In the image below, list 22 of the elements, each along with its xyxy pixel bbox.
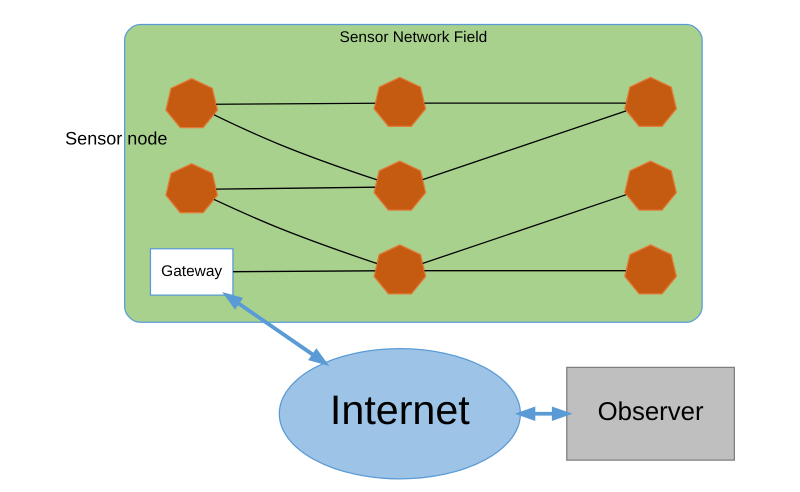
- connector: [216, 102, 375, 104]
- node-heptagon: [164, 162, 218, 213]
- node-heptagon: [624, 76, 677, 126]
- connector: [213, 198, 377, 264]
- node-heptagon: [624, 244, 677, 294]
- node-heptagon: [624, 160, 677, 210]
- connector: [422, 194, 626, 264]
- arrow: [514, 406, 572, 420]
- connector: [216, 186, 375, 190]
- connector: [424, 270, 626, 271]
- connector: [232, 270, 375, 272]
- node-heptagon: [372, 160, 426, 210]
- connector: [422, 110, 626, 180]
- node-box: Gateway: [149, 248, 234, 296]
- node-box: Observer: [566, 366, 734, 460]
- node-heptagon: [372, 244, 426, 294]
- connector: [424, 102, 626, 104]
- node-label: Sensor node: [64, 128, 167, 148]
- connector: [213, 114, 377, 180]
- node-heptagon: [372, 76, 426, 126]
- node-heptagon: [164, 77, 218, 128]
- arrow: [222, 292, 329, 366]
